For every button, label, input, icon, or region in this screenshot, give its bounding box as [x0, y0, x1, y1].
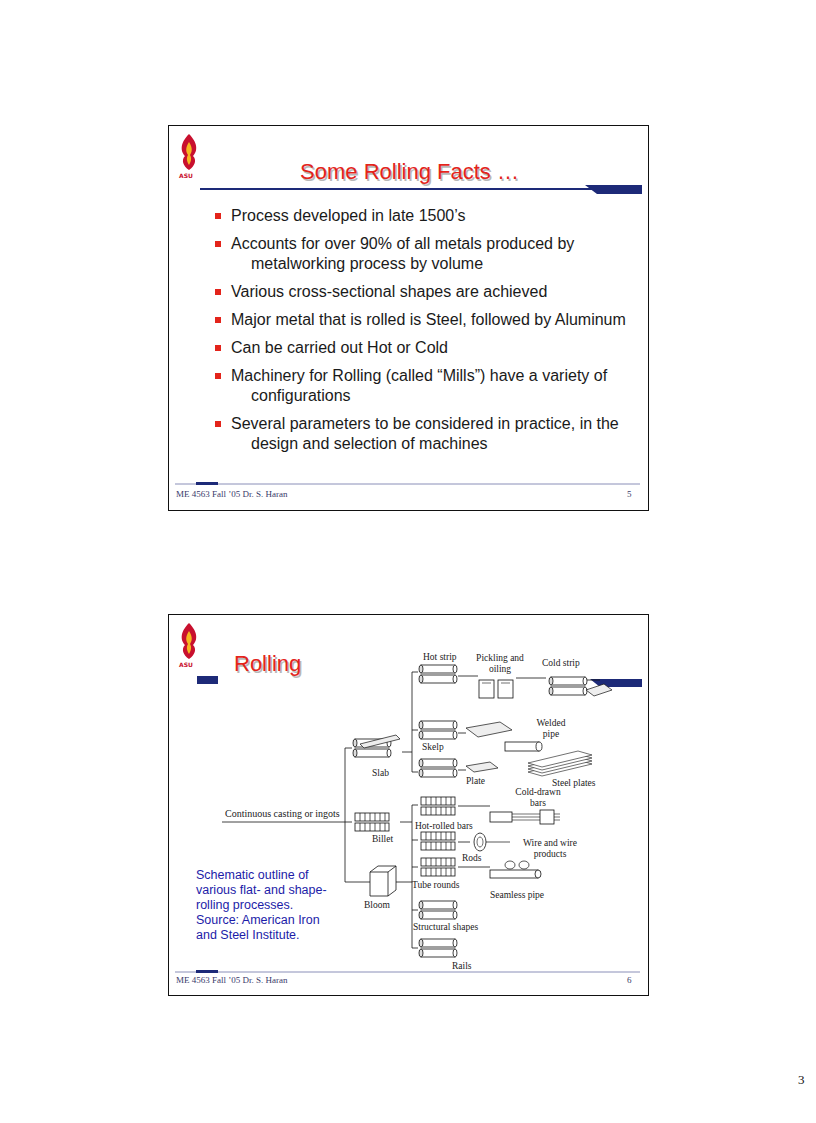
stock-label: Slab: [372, 768, 389, 779]
stock-label: Billet: [372, 834, 393, 845]
bullet-point: Several parameters to be considered in p…: [213, 414, 638, 454]
slide-frame: ASUSome Rolling Facts … Process developed…: [168, 125, 649, 511]
logo-text: ASU: [179, 172, 193, 179]
bullet-point: Process developed in late 1500’s: [213, 206, 638, 226]
bullet-point: Accounts for over 90% of all metals prod…: [213, 234, 638, 274]
product-label: Hot-rolled bars: [415, 821, 473, 832]
slide-title: Rolling: [234, 651, 301, 677]
product-label: Cold strip: [542, 658, 580, 669]
logo-text: ASU: [179, 661, 193, 668]
product-label: Welded pipe: [531, 718, 571, 740]
product-label: Tube rounds: [412, 880, 459, 891]
stock-label: Bloom: [364, 900, 390, 911]
slide-title: Some Rolling Facts …: [169, 159, 650, 185]
process-label: Hot strip: [423, 652, 457, 663]
bullet-point: Various cross-sectional shapes are achie…: [213, 282, 638, 302]
product-label: Rods: [462, 853, 482, 864]
slide-footer: ME 4563 Fall ’05 Dr. S. Haran: [176, 489, 288, 499]
product-label: Seamless pipe: [490, 890, 544, 901]
product-label: Cold-drawn bars: [508, 787, 568, 809]
product-label: Structural shapes: [413, 922, 478, 933]
product-label: Rails: [452, 961, 472, 972]
product-label: Wire and wire products: [516, 838, 584, 860]
slide-number: 5: [627, 489, 632, 499]
page-number: 3: [798, 1072, 805, 1088]
process-label: Pickling and oiling: [470, 653, 530, 675]
product-label: Skelp: [422, 742, 444, 753]
product-label: Plate: [466, 776, 485, 787]
figure-caption: Schematic outline of various flat- and s…: [196, 868, 330, 943]
input-label: Continuous casting or ingots: [225, 806, 343, 822]
slide-number: 6: [627, 975, 632, 985]
bullet-point: Major metal that is rolled is Steel, fol…: [213, 310, 638, 330]
bullet-list: Process developed in late 1500’sAccounts…: [213, 206, 638, 462]
bullet-point: Machinery for Rolling (called “Mills”) h…: [213, 366, 638, 406]
bullet-point: Can be carried out Hot or Cold: [213, 338, 638, 358]
slide-footer: ME 4563 Fall ’05 Dr. S. Haran: [176, 975, 288, 985]
